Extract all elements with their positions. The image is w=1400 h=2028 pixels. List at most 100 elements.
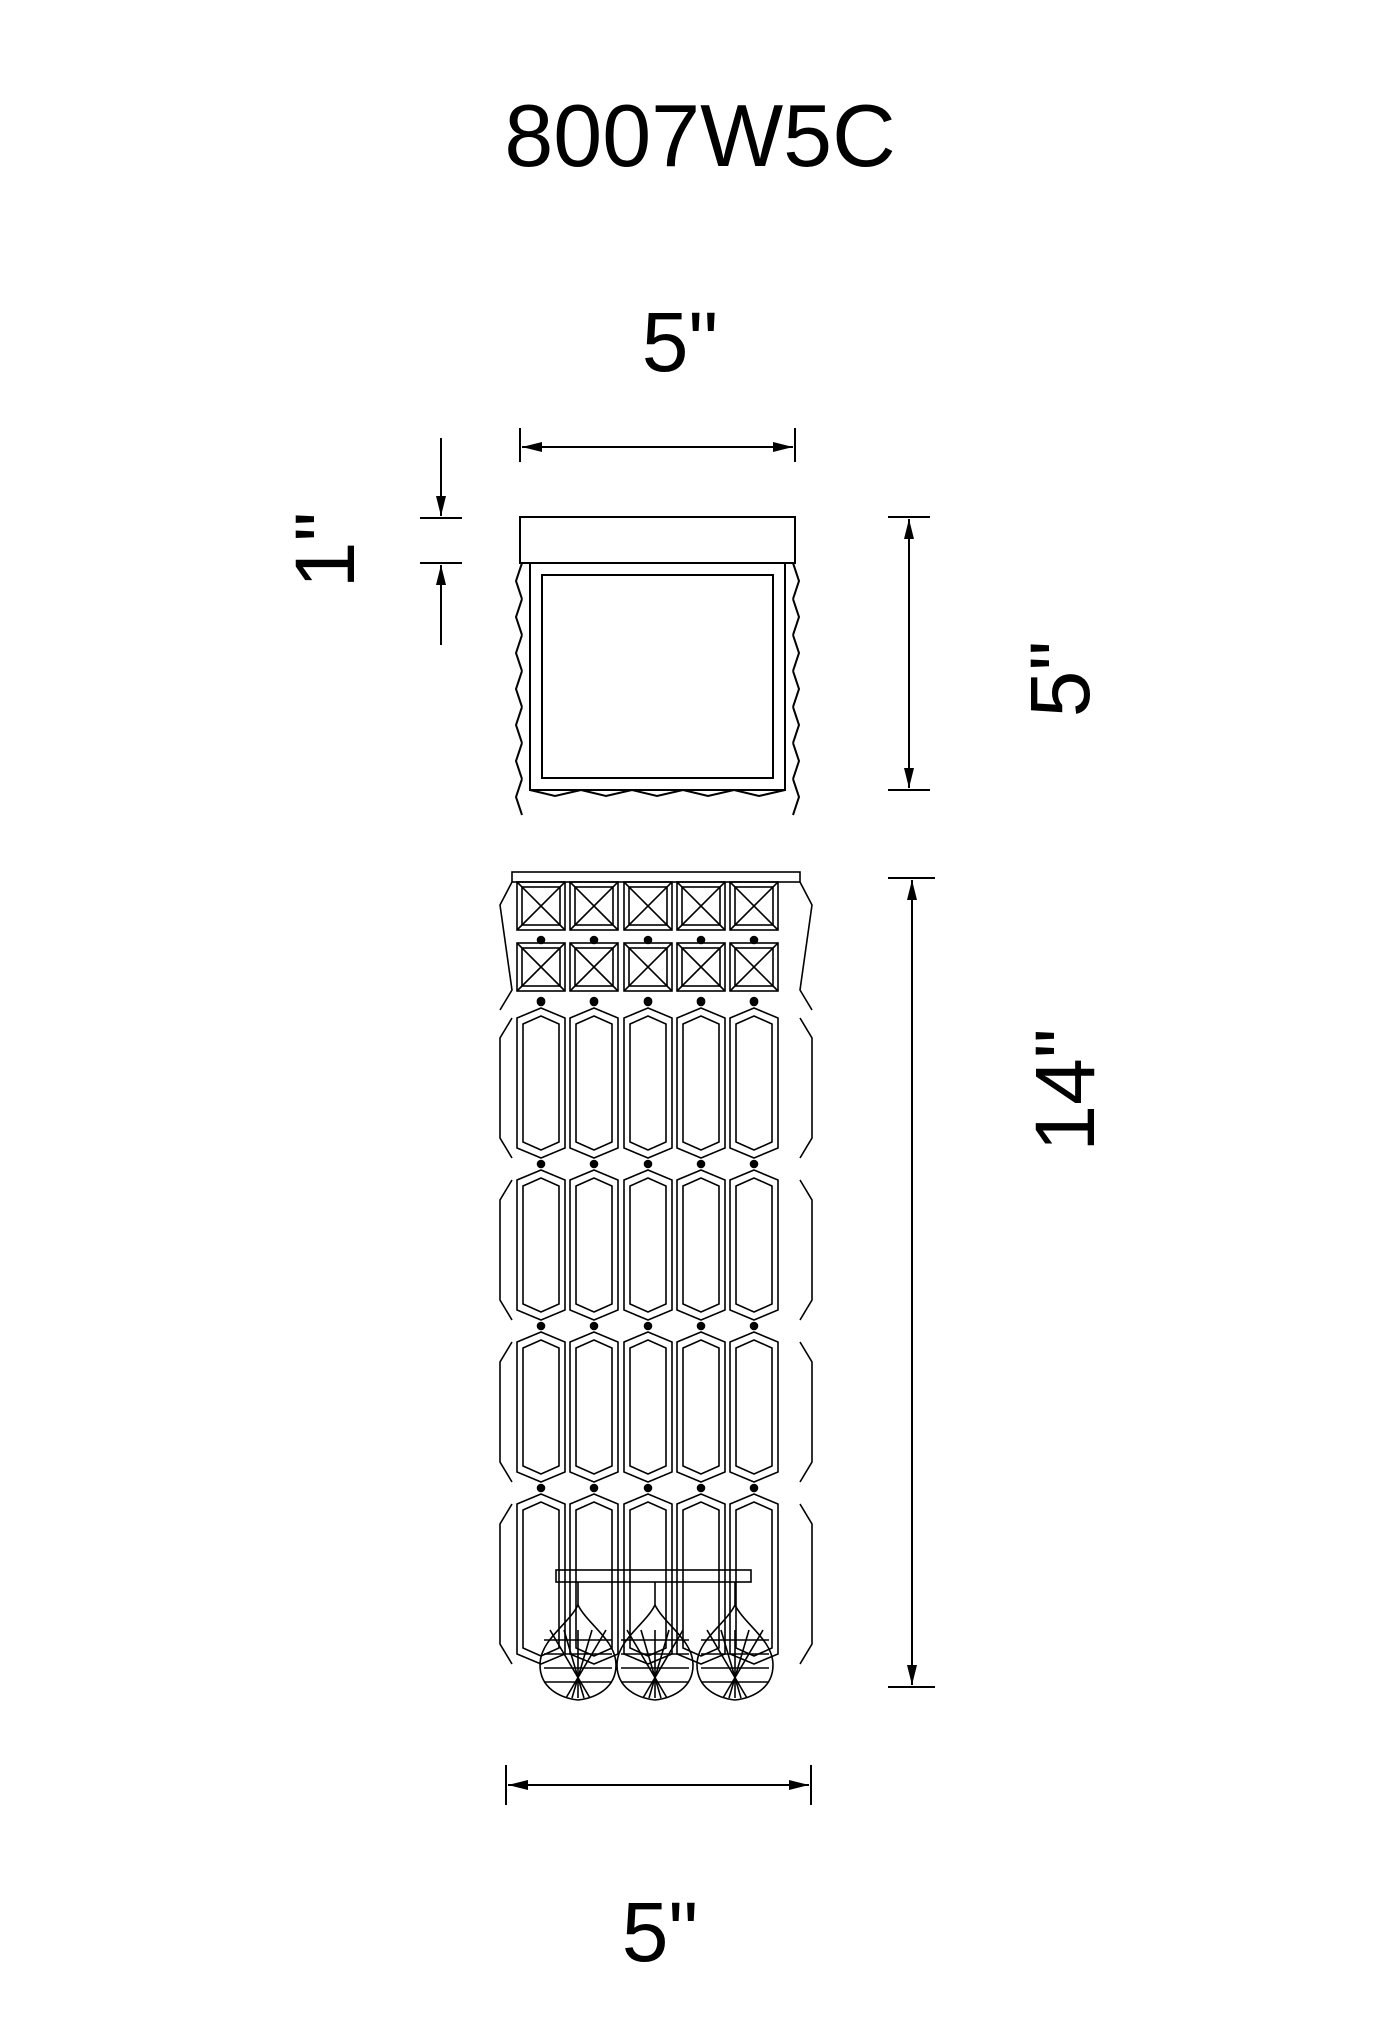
connector-bead [643, 997, 653, 1007]
long-crystal-inner [735, 1339, 773, 1475]
connector-bead [696, 1483, 706, 1493]
connector-bead [749, 997, 759, 1007]
connector-bead [696, 997, 706, 1007]
long-crystal-inner [735, 1177, 773, 1313]
teardrop-facet [563, 1629, 585, 1699]
connector-bead [696, 1159, 706, 1169]
side-crystal-left [499, 881, 513, 1011]
long-crystal-inner [522, 1339, 560, 1475]
side-crystal-left [499, 1179, 513, 1321]
teardrop-crystal [696, 1603, 774, 1701]
square-crystal-inner [681, 886, 721, 926]
connector-bead [536, 997, 546, 1007]
bottom-width-dimension [505, 1765, 812, 1805]
square-crystal-facet [569, 881, 619, 931]
square-crystal [623, 942, 673, 992]
teardrop-facet [549, 1629, 591, 1699]
square-crystal [569, 942, 619, 992]
fixture-canopy-plate [511, 871, 801, 883]
long-crystal [676, 1007, 726, 1159]
long-crystal-inner [682, 1015, 720, 1151]
side-crystal-right [799, 1017, 813, 1159]
connector-bead [536, 1321, 546, 1331]
square-crystal-facet [516, 942, 566, 992]
square-crystal [516, 881, 566, 931]
long-crystal-inner [629, 1177, 667, 1313]
model-number-title: 8007W5C [504, 86, 896, 185]
square-crystal [676, 881, 726, 931]
long-crystal [623, 1331, 673, 1483]
long-crystal-inner [682, 1339, 720, 1475]
teardrop-crystal [616, 1603, 694, 1701]
square-crystal-inner [521, 886, 561, 926]
long-crystal-inner [629, 1015, 667, 1151]
long-crystal-inner [575, 1177, 613, 1313]
square-crystal [729, 881, 779, 931]
long-crystal [729, 1493, 779, 1665]
fixture-front-view [499, 871, 813, 1701]
top-view-bottom-edge [529, 789, 786, 798]
connector-bead [696, 1321, 706, 1331]
square-crystal-facet [729, 942, 779, 992]
top-width-dimension [519, 428, 796, 462]
long-crystal [569, 1007, 619, 1159]
square-crystal [516, 942, 566, 992]
square-crystal-inner [628, 947, 668, 987]
side-crystal-right [799, 1179, 813, 1321]
long-crystal [516, 1331, 566, 1483]
square-crystal-inner [628, 886, 668, 926]
long-crystal-inner [682, 1501, 720, 1657]
long-crystal [676, 1169, 726, 1321]
teardrop-facet [640, 1629, 662, 1699]
teardrop-facet [706, 1629, 748, 1699]
teardrop-facet [642, 1629, 684, 1699]
long-crystal [569, 1169, 619, 1321]
connector-bead [749, 1159, 759, 1169]
square-crystal-facet [729, 881, 779, 931]
long-crystal [623, 1007, 673, 1159]
top-width-label: 5" [641, 295, 719, 389]
long-crystal [516, 1169, 566, 1321]
long-crystal [676, 1331, 726, 1483]
connector-bead [749, 1483, 759, 1493]
side-crystal-right [799, 881, 813, 1011]
pendant-bar [555, 1569, 752, 1583]
top-view-right-edge [792, 562, 801, 816]
long-crystal [516, 1007, 566, 1159]
long-crystal [729, 1007, 779, 1159]
connector-bead [589, 1159, 599, 1169]
connector-bead [643, 1159, 653, 1169]
fixture-top-view [514, 516, 801, 816]
long-crystal-inner [522, 1177, 560, 1313]
square-crystal-inner [734, 886, 774, 926]
square-crystal-facet [623, 942, 673, 992]
long-crystal-inner [629, 1501, 667, 1657]
square-crystal [569, 881, 619, 931]
connector-bead [536, 1159, 546, 1169]
long-crystal [516, 1493, 566, 1665]
square-crystal-inner [521, 947, 561, 987]
long-crystal [729, 1331, 779, 1483]
side-crystal-right [799, 1503, 813, 1665]
teardrop-facet [648, 1629, 670, 1699]
long-crystal [569, 1331, 619, 1483]
connector-bead [643, 1483, 653, 1493]
long-crystal-inner [575, 1015, 613, 1151]
teardrop-crystal [539, 1603, 617, 1701]
teardrop-facet [728, 1629, 750, 1699]
long-crystal-inner [522, 1015, 560, 1151]
square-crystal-facet [676, 942, 726, 992]
side-crystal-left [499, 1017, 513, 1159]
bottom-width-label: 5" [621, 1885, 699, 1979]
teardrop-facet [722, 1629, 764, 1699]
long-crystal [623, 1169, 673, 1321]
side-crystal-right [799, 1341, 813, 1483]
side-crystal-left [499, 1503, 513, 1665]
square-crystal-facet [623, 881, 673, 931]
teardrop-facet [626, 1629, 668, 1699]
long-crystal [729, 1169, 779, 1321]
square-crystal-facet [569, 942, 619, 992]
square-crystal [623, 881, 673, 931]
square-crystal [729, 942, 779, 992]
